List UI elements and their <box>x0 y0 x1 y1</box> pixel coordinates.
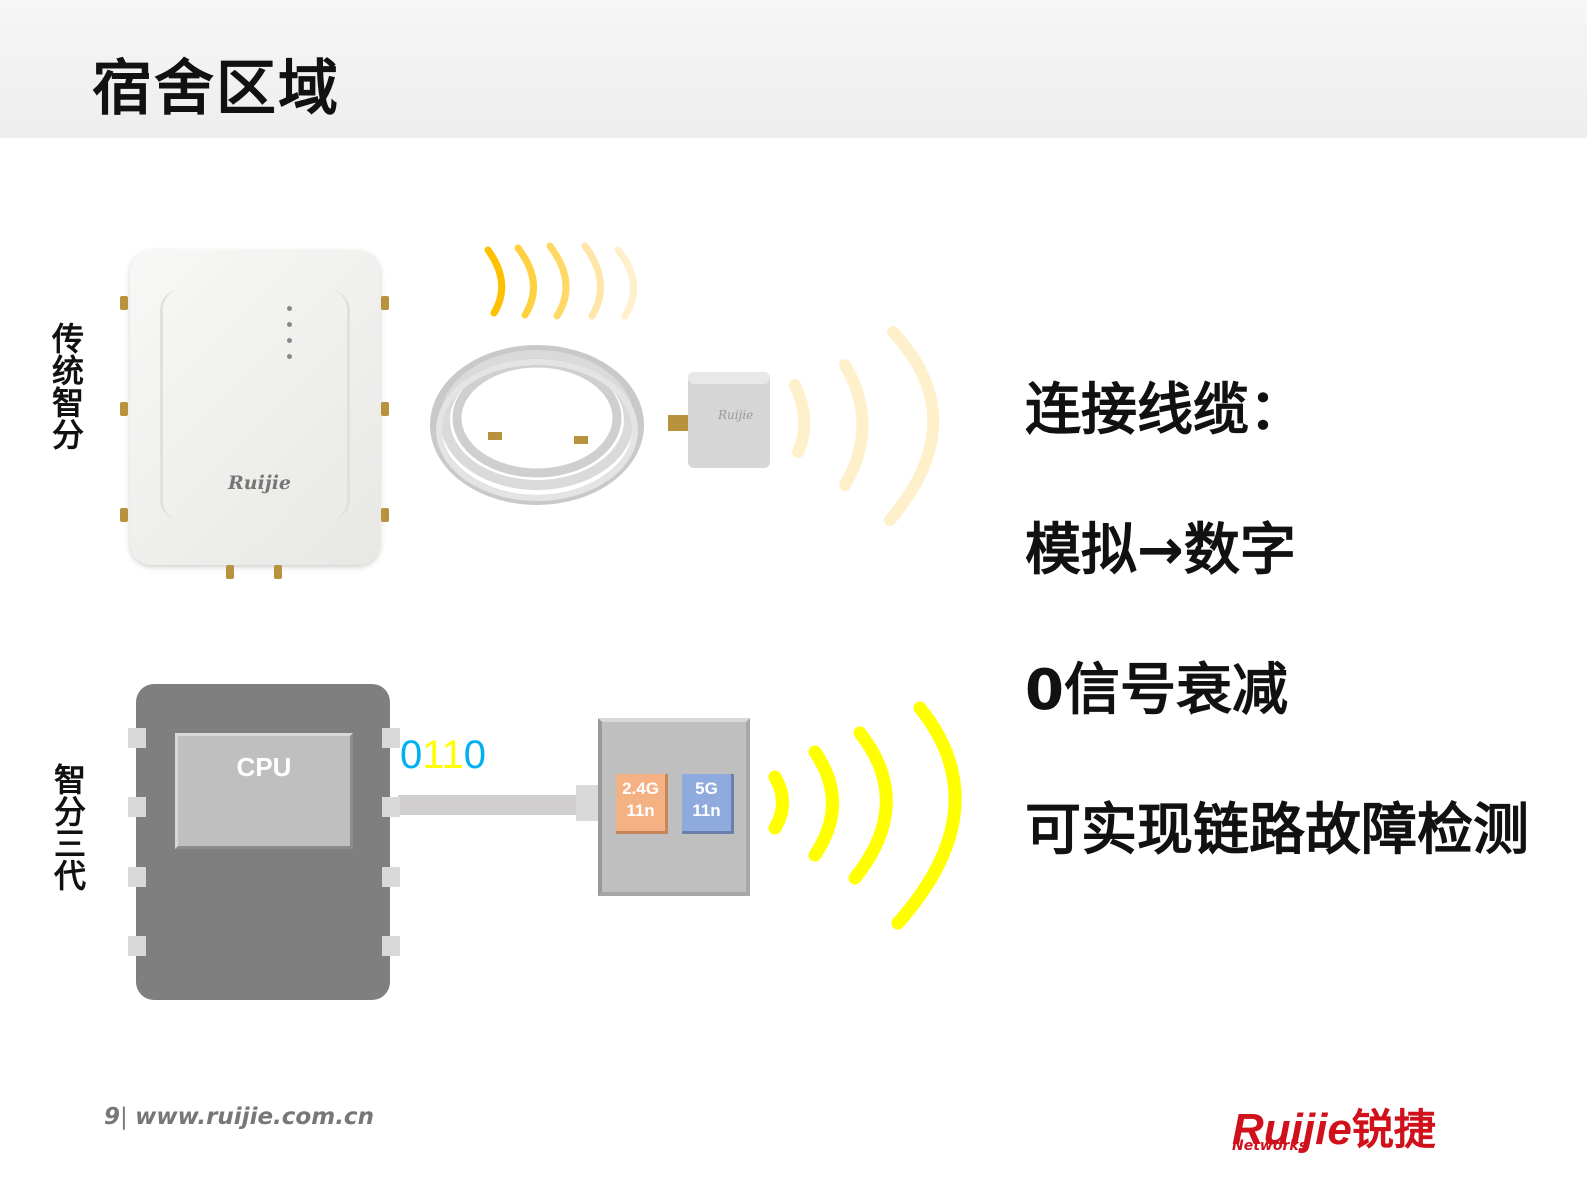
label-traditional: 传统智分 <box>47 322 85 450</box>
antenna-connector <box>226 565 234 579</box>
chip-pin <box>128 867 146 887</box>
feature-no-attenuation: 0信号衰减 <box>1025 658 1288 723</box>
antenna-connector <box>120 402 128 416</box>
band-freq: 2.4G <box>622 779 659 798</box>
ruijie-logo: Ruijie锐捷 Networks <box>1232 1096 1436 1157</box>
antenna-connector <box>381 296 389 310</box>
feature-digital: 模拟→数字 <box>1025 518 1296 583</box>
feature-link-detection: 可实现链路故障检测 <box>1025 798 1529 863</box>
label-third-gen: 智分三代 <box>49 763 87 891</box>
ap-brand-logo: Ruijie <box>228 472 292 494</box>
band-5g: 5G 11n <box>682 774 734 834</box>
bit: 0 <box>400 733 423 777</box>
slide-header <box>0 0 1587 138</box>
logo-sub: Networks <box>1232 1138 1308 1154</box>
bit: 1 <box>441 733 464 777</box>
band-2-4g: 2.4G 11n <box>616 774 668 834</box>
logo-chinese: 锐捷 <box>1351 1105 1436 1154</box>
slide-title: 宿舍区域 <box>92 54 340 124</box>
page-number: 9 <box>104 1104 121 1130</box>
weak-signal-arcs-large <box>789 326 940 526</box>
band-freq: 5G <box>695 779 718 798</box>
chip-pin <box>382 867 400 887</box>
footer: 9| www.ruijie.com.cn <box>104 1104 374 1130</box>
digital-bits: 0110 <box>400 733 486 778</box>
bus-connection <box>398 785 600 821</box>
antenna-connector <box>381 402 389 416</box>
antenna-connector <box>381 508 389 522</box>
logo-brand: Ruijie <box>1232 1105 1352 1154</box>
antenna-connector <box>120 296 128 310</box>
chip-pin <box>128 936 146 956</box>
radio-module: 2.4G 11n 5G 11n <box>598 718 750 896</box>
band-mode: 11n <box>692 801 721 820</box>
chip-pin <box>128 728 146 748</box>
chip-pin <box>128 797 146 817</box>
access-point-image: Ruijie <box>130 250 380 565</box>
strong-signal-arcs <box>768 701 962 930</box>
antenna-brand-logo: Ruijie <box>718 408 754 422</box>
cpu-block: CPU <box>175 733 353 849</box>
chip-pin <box>382 728 400 748</box>
chip-pin <box>382 797 400 817</box>
bit: 0 <box>463 733 487 777</box>
feature-cable: 连接线缆： <box>1025 378 1305 443</box>
antenna-connector <box>274 565 282 579</box>
coax-cable-image <box>430 345 644 505</box>
band-mode: 11n <box>626 801 655 820</box>
antenna-connector <box>120 508 128 522</box>
weak-signal-arcs-small <box>484 242 637 320</box>
bit: 1 <box>422 733 442 777</box>
chip-pin <box>382 936 400 956</box>
external-antenna-image <box>668 372 770 468</box>
website: www.ruijie.com.cn <box>135 1104 374 1130</box>
